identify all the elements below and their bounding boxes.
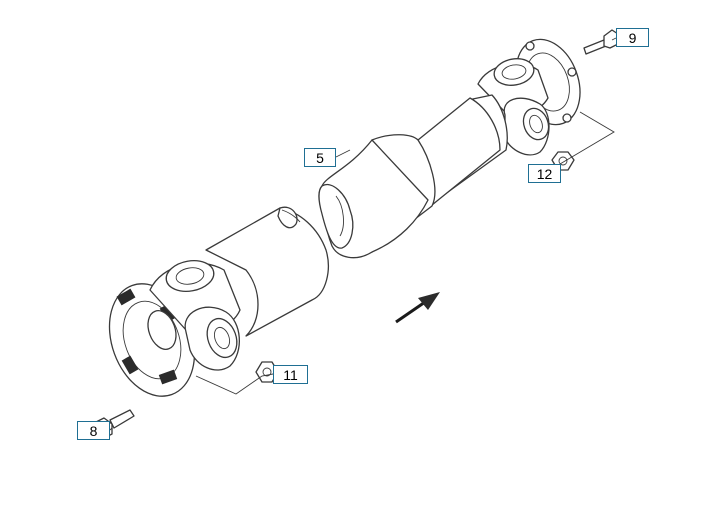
- callout-11-nut[interactable]: 11: [273, 365, 308, 384]
- direction-arrow: [395, 292, 440, 324]
- callout-12-nut[interactable]: 12: [528, 164, 561, 183]
- upper-shaft-tube: [318, 94, 508, 259]
- lower-shaft-tube: [205, 206, 329, 337]
- lower-universal-joint: [108, 260, 241, 397]
- bolt-9: [583, 29, 619, 55]
- callout-8-bolt[interactable]: 8: [77, 421, 110, 440]
- callout-5-shaft-tube[interactable]: 5: [304, 148, 336, 167]
- callout-9-bolt[interactable]: 9: [616, 28, 649, 47]
- leader-lines: [109, 37, 617, 431]
